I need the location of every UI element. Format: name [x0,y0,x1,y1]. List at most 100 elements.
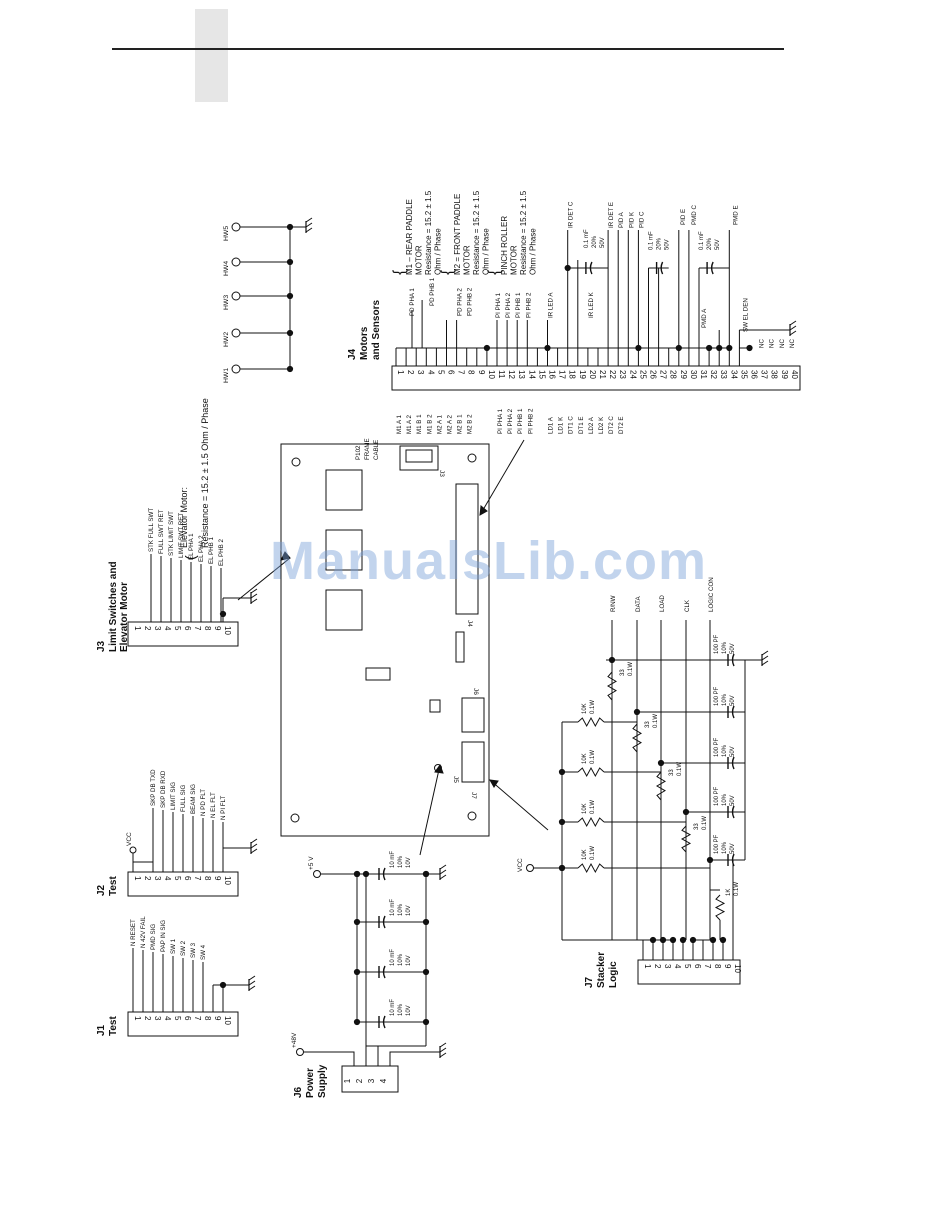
pin-number: 2 [355,1078,364,1083]
pin-number: 30 [689,370,698,379]
j6-connector [341,1065,399,1093]
ground-hatch [250,848,258,854]
series-resistor [607,671,617,701]
motor-note: PINCH ROLLER [500,216,509,275]
hw-terminal [231,257,241,267]
cable-title: CABLE [373,440,380,460]
junction-dot [709,936,717,944]
page-tab [195,9,228,102]
board-label: J4 [466,620,473,627]
capacitor-plate [731,805,735,819]
cable-label: PI PHB 2 [527,408,534,434]
leader-line [479,439,525,516]
j3-name: Limit Switches and [108,561,119,652]
pin-number: 7 [703,964,712,969]
signal-label: FULL SWT RET [158,509,165,554]
pin-number: 4 [163,1016,172,1021]
v5-terminal [313,870,321,878]
cable-label: M2 A 2 [447,415,454,434]
junction-dot [746,344,753,352]
signal-label: PID K [628,211,635,228]
pin-number: 22 [608,370,617,379]
mount-hole [467,453,477,463]
j3-name: Elevator Motor [119,582,130,652]
v48-label: +48V [291,1032,298,1048]
cap-value: 10% [398,953,404,966]
pin-number: 20 [588,370,597,379]
nc-label: NC [779,339,786,348]
pin-number: 3 [153,626,162,631]
signal-label: PMD SIG [150,924,157,950]
ground-hatch [248,985,256,991]
pin-number: 15 [537,370,546,379]
res-value: 0.1W [590,846,596,860]
signal-label: BEAM SIG [190,784,197,814]
junction-dot [286,292,294,300]
pin-number: 7 [193,1016,202,1021]
cable-label: LD2 K [598,416,605,434]
mount-hole [290,813,300,823]
pin-number: 4 [163,626,172,631]
arrow-head [489,779,499,788]
pin-number: 6 [183,876,192,881]
pullup-resistor [577,816,605,828]
pin-number: 3 [153,1016,162,1021]
junction-dot [657,759,665,767]
junction-dot [353,870,361,878]
hw-terminal [231,222,241,232]
ground-hatch [439,874,447,880]
pullup-resistor [714,894,726,921]
pin-number: 2 [143,876,152,881]
cable-label: LD1 A [548,416,555,434]
junction-dot [706,856,714,864]
signal-label: N PD FLT [200,789,207,816]
junction-dot [544,344,551,352]
motor-note: MOTOR [510,245,519,275]
cable-label: M2 A 1 [436,415,443,434]
pin-number: 7 [193,876,202,881]
arrow-head [434,763,444,774]
elevator-motor-note: Resistance = 15.2 ± 1.5 Ohm / Phase [200,398,210,548]
cap-value: 100 PF [714,786,720,806]
cable-label: PI PHA 1 [497,408,504,434]
signal-label: R/NW [610,595,617,612]
pin-number: 6 [183,626,192,631]
signal-label: DATA [635,596,642,612]
pin-number: 35 [739,370,748,379]
hw-label: HW2 [223,332,230,347]
res-value: 0.1W [734,882,740,896]
capacitor-plate [660,261,664,275]
cable-label: DT1 E [578,416,585,434]
junction-dot [679,936,687,944]
signal-label: PI PHB 2 [525,292,532,318]
pin-number: 9 [723,964,732,969]
signal-label: SKP DB TXD [150,769,157,806]
capacitor-plate [589,261,593,275]
pin-number: 7 [193,626,202,631]
hw-label: HW3 [223,295,230,310]
j3-ref: J3 [96,640,107,652]
cable-label: M1 A 1 [396,415,403,434]
junction-dot [659,936,667,944]
cap-value: 20% [707,237,713,250]
leader-line [489,779,549,831]
signal-label: PD PHA 2 [457,288,464,316]
res-value: 0.1W [677,762,683,776]
capacitor-plate [731,653,735,667]
pin-number: 3 [367,1078,376,1083]
cap-value: 50V [600,237,606,248]
capacitor-plate [731,756,735,770]
brace: { [439,269,456,275]
signal-label: EL PHB 1 [208,537,215,564]
capacitor-plate [382,915,386,929]
pin-number: 2 [653,964,662,969]
j1-ref: J1 [96,1024,107,1036]
pin-number: 26 [649,370,658,379]
signal-label: PD PHB 1 [429,277,436,306]
cable-label: PI PHB 1 [517,408,524,434]
wire [132,853,154,872]
brace: { [486,269,503,275]
cable-label: M1 A 2 [406,415,413,434]
motor-note: M2 = FRONT PADDLE [453,194,462,275]
pin-number: 1 [133,1016,142,1021]
